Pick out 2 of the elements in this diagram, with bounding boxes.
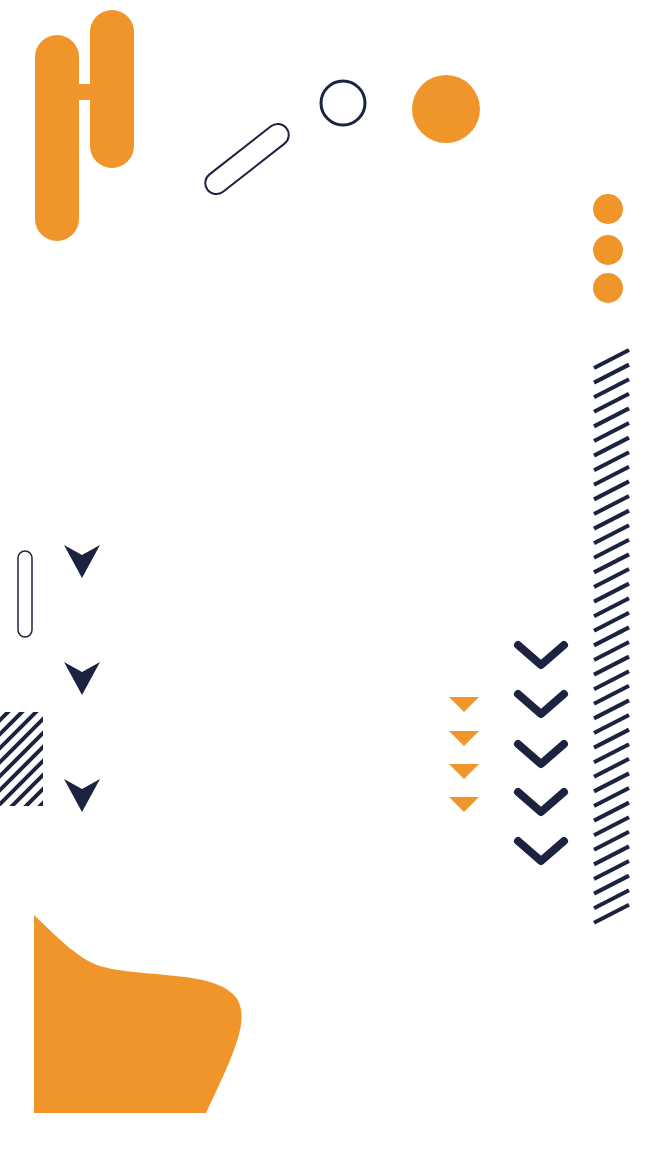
outlined-pill [17,550,33,638]
blob-shape [34,915,242,1113]
